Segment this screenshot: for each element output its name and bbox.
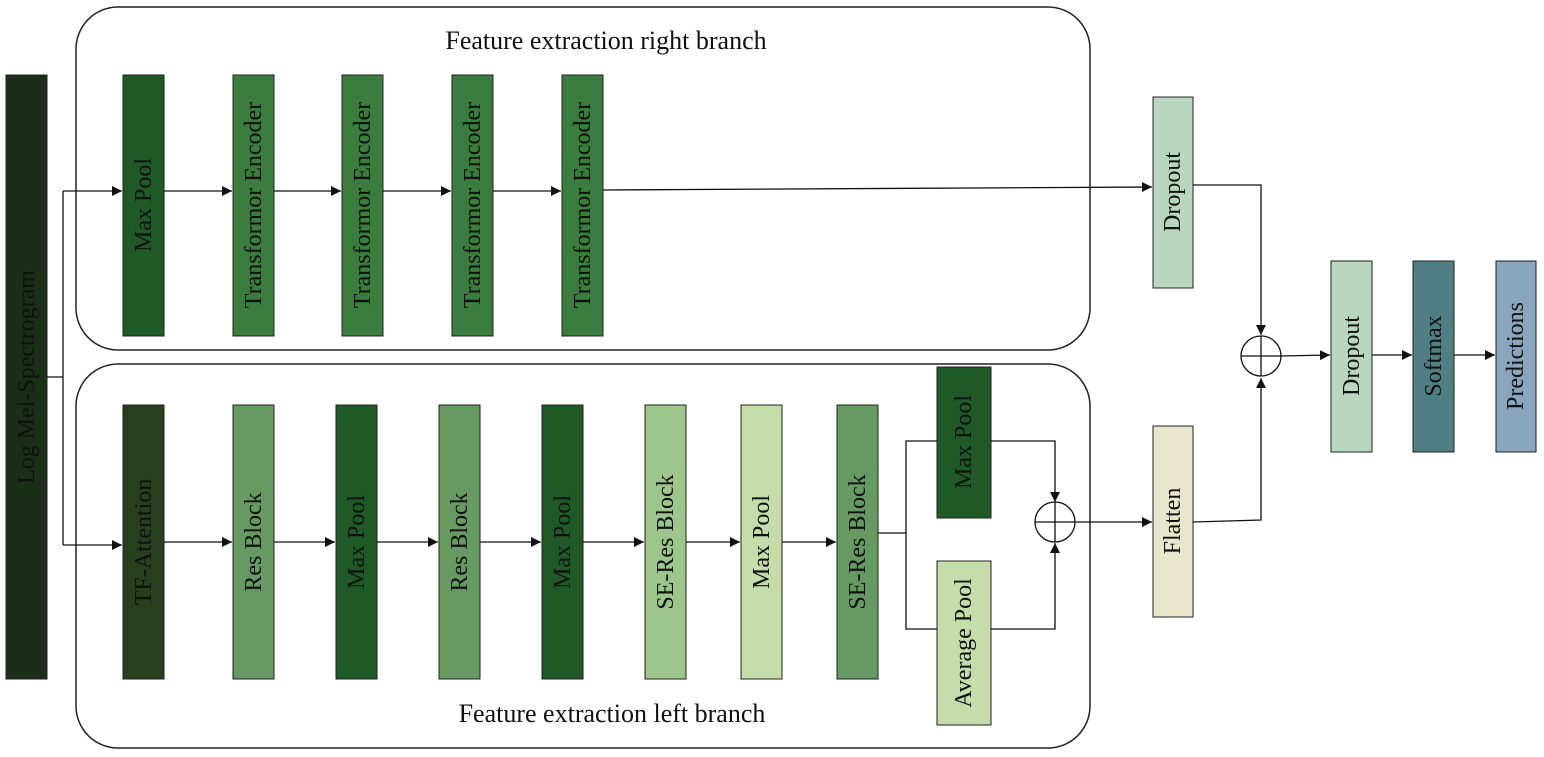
input-spectrogram-block: Log Mel-Spectrogram: [5, 74, 48, 680]
right-block-label: Max Pool: [131, 158, 157, 252]
right-block-rect: [232, 74, 275, 337]
right-block-rect: [122, 74, 165, 337]
left-merge-plus-icon: [1034, 501, 1076, 543]
dropout-final-block: Dropout: [1330, 260, 1373, 453]
head-block-rect: [1152, 96, 1194, 289]
right-block-label: Transformor Encoder: [460, 102, 486, 308]
head-block-rect: [1412, 260, 1455, 453]
fusion-plus-icon: [1240, 335, 1282, 377]
right-to-dropout-arrow: [602, 182, 1153, 193]
left-block-label: Average Pool: [951, 578, 977, 708]
left-block-max-pool-1: Max Pool: [335, 404, 378, 680]
maxpool-to-merge-arrow: [991, 440, 1060, 502]
left-block-average-pool: Average Pool: [936, 560, 992, 726]
head-block-label: Softmax: [1421, 315, 1447, 396]
left-block-max-pool-2: Max Pool: [541, 404, 584, 680]
left-branch-title: Feature extraction left branch: [459, 699, 766, 728]
head-block-rect: [1495, 260, 1537, 453]
softmax-block: Softmax: [1412, 260, 1455, 453]
head-block-rect: [1152, 425, 1194, 618]
left-block-label: Max Pool: [749, 495, 775, 589]
left-merge-cross: [1035, 502, 1075, 542]
left-branch-container: [75, 363, 1091, 749]
right-block-rect: [341, 74, 384, 337]
right-block-label: Transformor Encoder: [350, 102, 376, 308]
fusion-to-dropout-arrow: [1280, 350, 1331, 361]
left-block-se-res-block-1: SE-Res Block: [644, 404, 687, 680]
right-block-label: Transformor Encoder: [570, 102, 596, 308]
head-block-label: Dropout: [1160, 152, 1186, 232]
fusion-cross: [1241, 336, 1281, 376]
left-block-max-pool-3: Max Pool: [740, 404, 783, 680]
left-block-rect: [122, 404, 165, 680]
input-spectrogram-rect: [5, 74, 48, 680]
left-block-rect: [936, 560, 992, 726]
left-block-rect: [936, 366, 992, 519]
head-block-rect: [1330, 260, 1373, 453]
left-block-label: Max Pool: [550, 495, 576, 589]
head-block-label: Dropout: [1339, 316, 1365, 396]
left-block-label: Max Pool: [951, 395, 977, 489]
left-block-rect: [438, 404, 481, 680]
left-block-se-res-block-2: SE-Res Block: [836, 404, 879, 680]
input-spectrogram-label: Log Mel-Spectrogram: [14, 270, 40, 484]
left-block-res-block-1: Res Block: [232, 404, 275, 680]
right-branch-container: [75, 6, 1091, 351]
input-splitter-line: [47, 191, 64, 545]
left-block-rect: [836, 404, 879, 680]
right-block-transformer-encoder-2: Transformor Encoder: [341, 74, 384, 337]
right-block-rect: [451, 74, 494, 337]
left-block-max-pool-final: Max Pool: [936, 366, 992, 519]
left-block-rect: [232, 404, 275, 680]
avgpool-to-merge-arrow: [991, 543, 1060, 630]
right-block-transformer-encoder-3: Transformor Encoder: [451, 74, 494, 337]
head-block-label: Flatten: [1160, 488, 1186, 555]
predictions-block: Predictions: [1495, 260, 1537, 453]
right-block-transformer-encoder-1: Transformor Encoder: [232, 74, 275, 337]
right-block-rect: [561, 74, 604, 337]
right-branch-title: Feature extraction right branch: [445, 26, 766, 55]
right-block-transformer-encoder-4: Transformor Encoder: [561, 74, 604, 337]
dropout-top-block: Dropout: [1152, 96, 1194, 289]
dropout-to-fusion-arrow: [1193, 184, 1266, 335]
left-block-label: TF-Attention: [131, 479, 157, 606]
left-block-label: Max Pool: [344, 495, 370, 589]
left-block-rect: [644, 404, 687, 680]
head-block-label: Predictions: [1503, 302, 1529, 410]
flatten-to-fusion-arrow: [1192, 378, 1266, 523]
left-block-rect: [541, 404, 584, 680]
right-block-max-pool: Max Pool: [122, 74, 165, 337]
pool-split-line: [878, 440, 937, 630]
left-block-label: SE-Res Block: [653, 474, 679, 609]
flatten-block: Flatten: [1152, 425, 1194, 618]
right-block-label: Transformor Encoder: [241, 102, 267, 308]
left-block-label: SE-Res Block: [845, 474, 871, 609]
left-block-res-block-2: Res Block: [438, 404, 481, 680]
left-block-label: Res Block: [241, 492, 267, 591]
left-block-tf-attention: TF-Attention: [122, 404, 165, 680]
left-block-label: Res Block: [447, 492, 473, 591]
